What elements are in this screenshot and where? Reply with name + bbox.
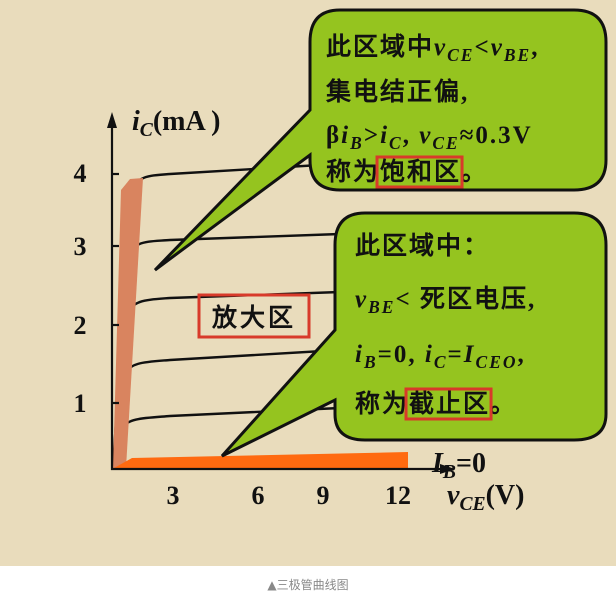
region-highlight-box xyxy=(404,387,493,421)
text-segment: v xyxy=(447,480,460,511)
text-segment: v xyxy=(491,34,504,61)
text-segment: = xyxy=(448,341,464,368)
bubble-line: iB​=0, iC​=ICEO​, xyxy=(355,341,526,372)
x-tick-6: 6 xyxy=(252,481,265,510)
y-tick-1: 1 xyxy=(74,389,87,418)
text-segment: 。 xyxy=(490,391,517,418)
text-segment: i xyxy=(425,341,434,368)
text-segment: =0, xyxy=(378,341,425,368)
text-segment: β xyxy=(326,122,341,149)
bubble-line: βiB​>iC​, vCE​≈0.3V xyxy=(326,122,533,153)
saturation-callout-bubble xyxy=(153,8,608,272)
text-segment: ≈0.3V xyxy=(460,122,533,149)
text-segment: CE xyxy=(432,133,459,153)
text-segment: 此区域中 xyxy=(326,33,434,61)
text-segment: v xyxy=(434,34,447,61)
text-segment: 称为 xyxy=(326,158,380,186)
text-segment: CE xyxy=(447,45,474,65)
saturation-bubble-text: 此区域中vCE​<vBE​, 集电结正偏, βiB​>iC​, vCE​≈0.3V 称… xyxy=(325,33,539,189)
text-segment: i xyxy=(132,106,140,137)
active-region-label: 放大区 xyxy=(211,303,296,332)
region-highlight-box xyxy=(375,155,464,189)
text-segment: > xyxy=(364,122,380,149)
y-tick-4: 4 xyxy=(74,159,87,188)
cutoff-callout-bubble xyxy=(220,211,608,458)
x-tick-3: 3 xyxy=(167,481,180,510)
text-segment: C xyxy=(389,133,403,153)
text-segment: BE xyxy=(367,297,395,317)
x-tick-9: 9 xyxy=(317,481,330,510)
text-segment: i xyxy=(380,122,389,149)
text-segment: 。 xyxy=(461,159,488,186)
axes xyxy=(110,122,445,471)
text-segment: < 死区电压, xyxy=(395,285,536,313)
text-segment: BE xyxy=(503,45,531,65)
x-axis-arrow-icon xyxy=(440,464,455,474)
bubble-line: 此区域中： xyxy=(355,232,490,260)
cutoff-bubble-text: 此区域中： vBE​< 死区电压, iB​=0, iC​=ICEO​, 称为截止区。 xyxy=(355,232,536,421)
text-segment: =0 xyxy=(456,448,486,479)
x-tick-12: 12 xyxy=(385,481,411,510)
region-name-highlight: 饱和区 xyxy=(380,158,461,186)
text-segment: i xyxy=(341,122,350,149)
text-segment: 集电结正偏, xyxy=(325,77,469,106)
x-axis-label: vCE​(V) xyxy=(447,480,524,515)
text-segment: (mA ) xyxy=(153,106,221,137)
ib-zero-label: IB​=0 xyxy=(431,448,486,483)
y-tick-3: 3 xyxy=(74,232,87,261)
bubble-line: vBE​< 死区电压, xyxy=(355,285,536,317)
text-segment: v xyxy=(355,286,368,313)
active-region-box xyxy=(197,293,311,339)
text-segment: < xyxy=(474,34,490,61)
y-tick-2: 2 xyxy=(74,311,87,340)
text-segment: I xyxy=(463,341,476,368)
text-segment: v xyxy=(419,122,432,149)
text-segment: CE xyxy=(459,494,485,515)
text-segment: 称为 xyxy=(355,390,409,418)
text-segment: C xyxy=(434,352,448,372)
transistor-output-characteristics-diagram: 1 2 3 4 3 6 9 12 iC​(mA ) vCE​(V) 放大区 此区… xyxy=(0,0,616,566)
text-segment: C xyxy=(140,120,154,141)
saturation-region-band xyxy=(113,178,143,468)
text-segment: B xyxy=(442,462,456,483)
text-segment: i xyxy=(355,341,364,368)
text-segment: , xyxy=(531,34,539,61)
text-segment: (V) xyxy=(486,480,525,511)
bubble-line: 称为截止区。 xyxy=(355,390,517,418)
y-axis-label: iC​(mA ) xyxy=(132,106,221,141)
y-axis-arrow-icon xyxy=(107,112,117,128)
region-name-highlight: 截止区 xyxy=(409,390,490,418)
bubble-line: 称为饱和区。 xyxy=(326,158,488,186)
text-segment: I xyxy=(431,448,444,479)
text-segment: , xyxy=(403,122,420,149)
cutoff-region-band xyxy=(114,452,408,469)
text-segment: CEO xyxy=(476,352,518,372)
text-segment: 此区域中： xyxy=(355,232,490,260)
figure-caption: ▲三极管曲线图 xyxy=(267,578,349,592)
bubble-line: 此区域中vCE​<vBE​, xyxy=(326,33,539,65)
text-segment: B xyxy=(363,352,378,372)
bubble-line: 集电结正偏, xyxy=(325,77,469,106)
text-segment: B xyxy=(349,133,364,153)
text-segment: , xyxy=(518,341,526,368)
